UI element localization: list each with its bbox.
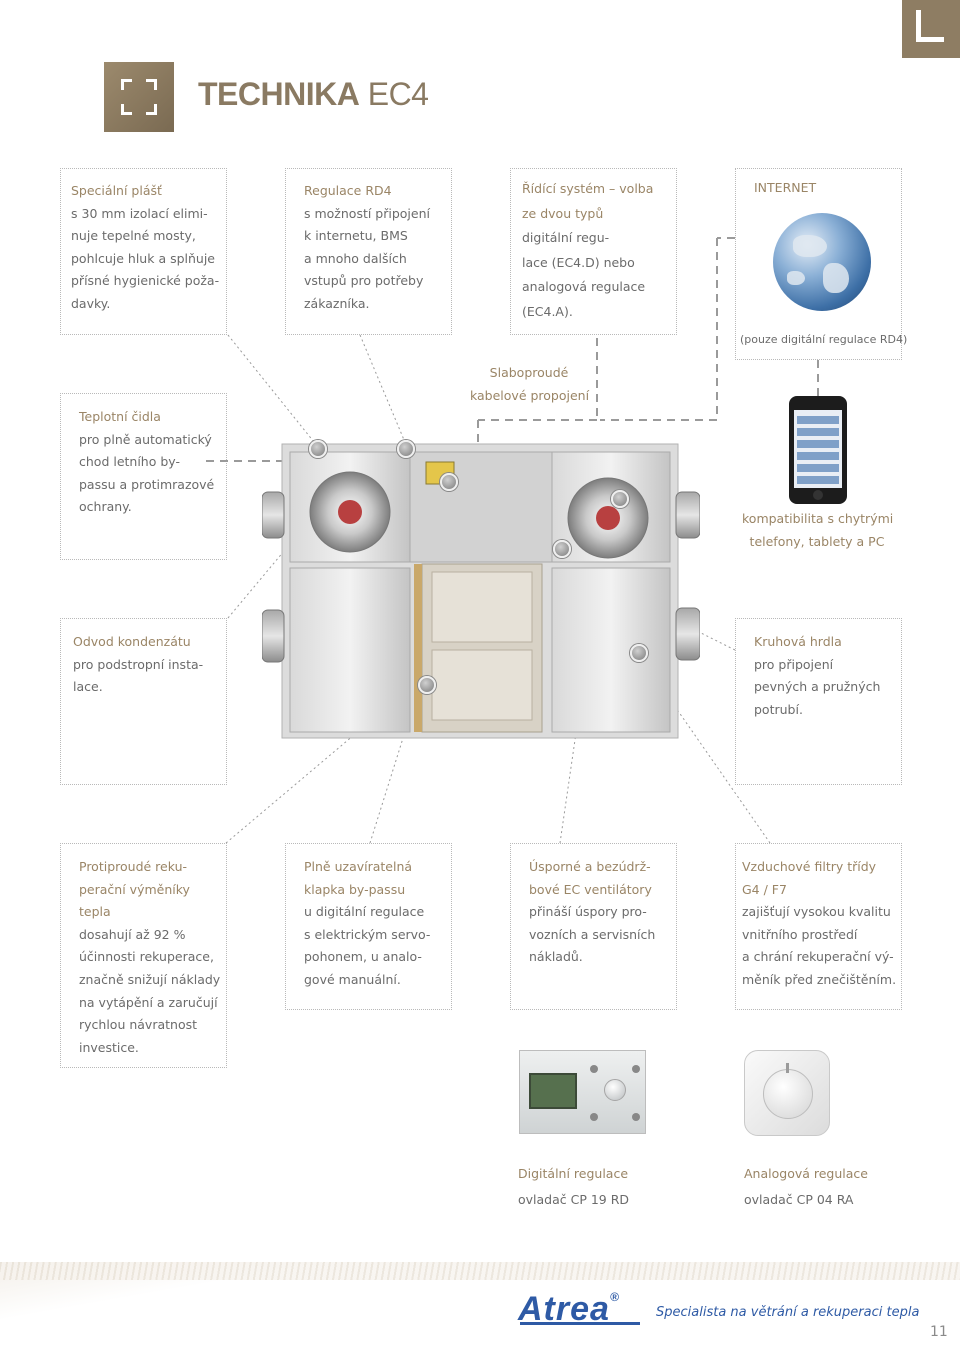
callout-filtry: Vzduchové filtry třídy G4 / F7 zajišťují…	[742, 859, 897, 987]
footer-stripe	[0, 1262, 960, 1280]
frame-rd4	[285, 168, 452, 335]
frame-corners-icon	[104, 62, 174, 132]
analog-controller-icon	[744, 1050, 830, 1136]
frame-internet	[735, 168, 902, 360]
atrea-logo: Atrea®	[518, 1290, 620, 1328]
callout-vymeniky: Protiproudé reku- perační výměníky tepla…	[79, 859, 221, 1055]
smartphone-icon	[789, 396, 847, 504]
frame-kondenzat	[60, 618, 227, 785]
marker-klapka	[630, 644, 648, 662]
product-digital: Digitální regulace ovladač CP 19 RD	[518, 1166, 630, 1207]
digital-controller-icon	[519, 1050, 646, 1134]
marker-slaboproude	[440, 473, 458, 491]
callout-internet: INTERNET	[754, 180, 817, 195]
callout-kondenzat: Odvod kondenzátu pro podstropní insta- l…	[73, 634, 204, 695]
frame-plast	[60, 168, 227, 335]
callout-rd4: Regulace RD4 s možností připojení k inte…	[304, 183, 430, 311]
callout-teplotni: Teplotní čidla pro plně automatický chod…	[79, 409, 215, 515]
frame-klapka	[285, 843, 452, 1010]
frame-vymeniky	[60, 843, 227, 1068]
letter-L-icon	[916, 10, 944, 42]
product-analog: Analogová regulace ovladač CP 04 RA	[744, 1166, 868, 1207]
globe-icon	[773, 213, 871, 311]
marker-plast	[309, 440, 327, 458]
frame-ventilatory	[510, 843, 677, 1010]
callout-klapka: Plně uzavíratelná klapka by-passu u digi…	[304, 859, 431, 987]
callout-kompatibilita: kompatibilita s chytrými telefony, table…	[742, 511, 894, 549]
callout-hrdla: Kruhová hrdla pro připojení pevných a pr…	[754, 634, 881, 717]
frame-filtry	[735, 843, 902, 1010]
frame-teplotni	[60, 393, 227, 560]
recuperation-unit-illustration	[262, 443, 700, 739]
callout-slaboproude: Slaboproudé kabelové propojení	[470, 365, 590, 403]
marker-vymeniky	[418, 676, 436, 694]
page-number: 11	[930, 1324, 948, 1340]
marker-rd4	[397, 440, 415, 458]
callout-ventilatory: Úsporné a bezúdrž- bové EC ventilátory p…	[529, 859, 656, 965]
callout-ridici: Řídící systém – volba ze dvou typů digit…	[522, 181, 654, 319]
section-tab	[902, 0, 960, 58]
marker-ventilatory	[553, 540, 571, 558]
marker-teplotni	[611, 490, 629, 508]
logo-underline	[520, 1322, 640, 1325]
callout-plast: Speciální plášť s 30 mm izolací elimi- n…	[71, 183, 220, 311]
frame-hrdla	[735, 618, 902, 785]
page-title: TECHNIKA EC4	[198, 76, 429, 112]
frame-ridici	[510, 168, 677, 335]
callout-internet-note: (pouze digitální regulace RD4)	[740, 333, 908, 346]
footer-tagline: Specialista na větrání a rekuperaci tepl…	[656, 1305, 920, 1320]
